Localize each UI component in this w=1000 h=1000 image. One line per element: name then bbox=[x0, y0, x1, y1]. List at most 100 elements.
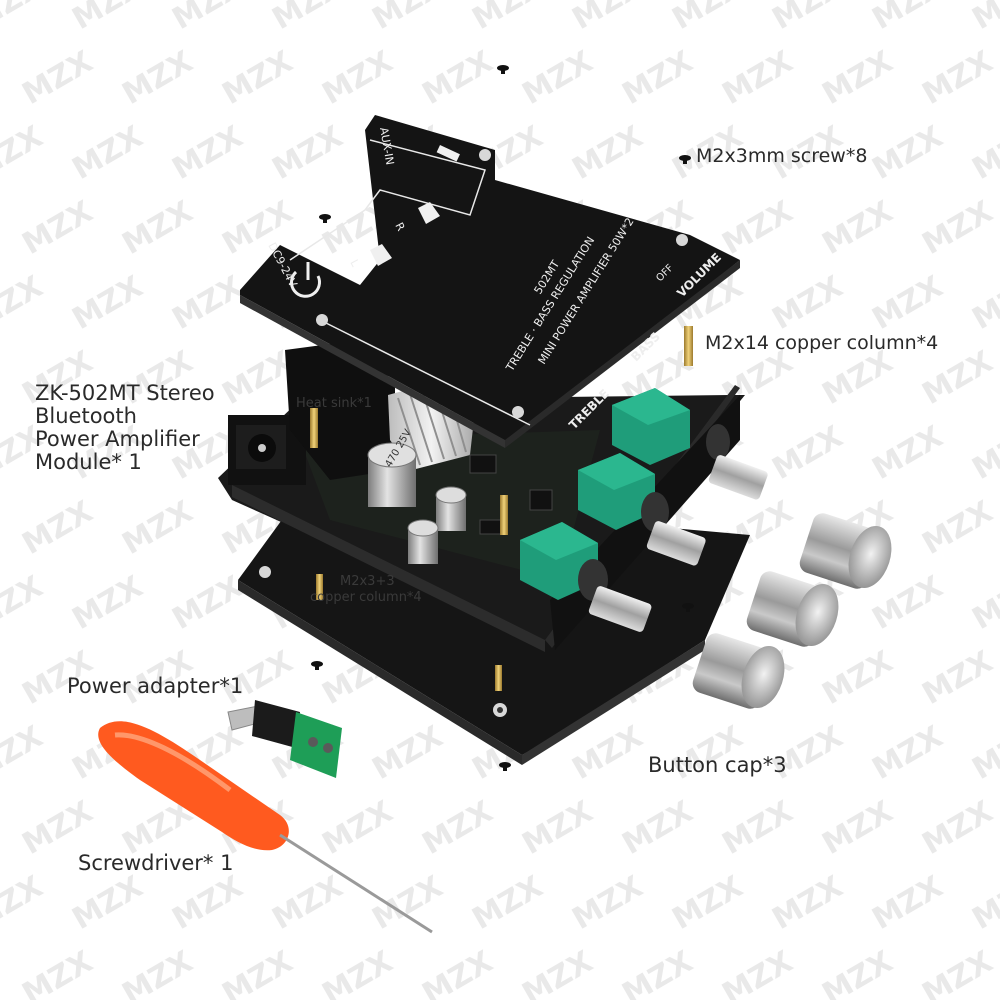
watermark-text: MZX bbox=[117, 194, 199, 262]
watermark-text: MZX bbox=[317, 944, 399, 1000]
watermark-text: MZX bbox=[367, 719, 449, 787]
watermark-text: MZX bbox=[167, 869, 249, 937]
watermark-text: MZX bbox=[817, 644, 899, 712]
watermark-text: MZX bbox=[17, 194, 99, 262]
capacitor-small-1 bbox=[435, 486, 467, 531]
watermark-text: MZX bbox=[67, 869, 149, 937]
watermark-text: MZX bbox=[867, 419, 949, 487]
watermark-text: MZX bbox=[617, 794, 699, 862]
capacitor-small-2 bbox=[407, 519, 439, 564]
watermark-text: MZX bbox=[367, 0, 449, 37]
watermark-text: MZX bbox=[17, 494, 99, 562]
watermark-text: MZX bbox=[167, 569, 249, 637]
watermark-text: MZX bbox=[117, 44, 199, 112]
watermark-text: MZX bbox=[517, 944, 599, 1000]
knob-shaft bbox=[578, 559, 652, 632]
watermark-text: MZX bbox=[117, 494, 199, 562]
copper-column bbox=[310, 408, 318, 448]
watermark-text: MZX bbox=[267, 0, 349, 37]
watermark-text: MZX bbox=[717, 944, 799, 1000]
watermark-text: MZX bbox=[417, 44, 499, 112]
watermark-text: MZX bbox=[917, 194, 999, 262]
watermark-text: MZX bbox=[167, 269, 249, 337]
watermark-text: MZX bbox=[467, 0, 549, 37]
watermark-text: MZX bbox=[967, 419, 1000, 487]
watermark-text: MZX bbox=[367, 869, 449, 937]
watermark-text: MZX bbox=[517, 794, 599, 862]
watermark-text: MZX bbox=[0, 269, 49, 337]
power-icon bbox=[290, 262, 321, 298]
button-cap bbox=[692, 633, 785, 709]
watermark-text: MZX bbox=[567, 119, 649, 187]
watermark-text: MZX bbox=[517, 44, 599, 112]
copper-column-33-label-line1: M2x3+3 bbox=[340, 574, 395, 589]
watermark-text: MZX bbox=[17, 944, 99, 1000]
watermark-text: MZX bbox=[967, 869, 1000, 937]
watermark-text: MZX bbox=[867, 269, 949, 337]
copper-column-short bbox=[495, 665, 502, 691]
watermark-text: MZX bbox=[467, 869, 549, 937]
watermark-text: MZX bbox=[817, 194, 899, 262]
screw bbox=[311, 661, 323, 670]
watermark-text: MZX bbox=[717, 44, 799, 112]
watermark-text: MZX bbox=[0, 719, 49, 787]
watermark-text: MZX bbox=[817, 944, 899, 1000]
watermark-text: MZX bbox=[717, 194, 799, 262]
watermark-text: MZX bbox=[867, 119, 949, 187]
watermark-text: MZX bbox=[867, 0, 949, 37]
pot-bass bbox=[612, 388, 690, 465]
watermark-text: MZX bbox=[867, 869, 949, 937]
power-adapter-label: Power adapter*1 bbox=[67, 674, 244, 698]
watermark-text: MZX bbox=[317, 44, 399, 112]
knob-shaft bbox=[641, 492, 706, 566]
watermark-text: MZX bbox=[917, 44, 999, 112]
watermark-text: MZX bbox=[917, 494, 999, 562]
watermark-text: MZX bbox=[917, 344, 999, 412]
watermark-text: MZX bbox=[117, 944, 199, 1000]
watermark-text: MZX bbox=[67, 0, 149, 37]
button-cap bbox=[746, 571, 839, 647]
watermark-text: MZX bbox=[917, 794, 999, 862]
screw bbox=[497, 65, 509, 74]
watermark-text: MZX bbox=[767, 419, 849, 487]
copper-column bbox=[500, 495, 508, 535]
top-cover-plate: AUX-IN DC9-24V R L 502MT TREBLE · BASS R… bbox=[240, 115, 740, 448]
watermark-text: MZX bbox=[767, 0, 849, 37]
screwdriver bbox=[98, 721, 433, 934]
module-label-line3: Power Amplifier bbox=[35, 427, 200, 451]
copper-column-loose bbox=[684, 326, 693, 366]
watermark-text: MZX bbox=[417, 794, 499, 862]
speaker-icon-right bbox=[418, 202, 440, 224]
watermark-text: MZX bbox=[317, 794, 399, 862]
watermark-text: MZX bbox=[617, 944, 699, 1000]
left-channel-label: L bbox=[347, 257, 362, 269]
module-label-line1: ZK-502MT Stereo bbox=[35, 381, 215, 405]
watermark-text: MZX bbox=[617, 44, 699, 112]
button-cap bbox=[799, 513, 892, 589]
watermark-text: MZX bbox=[817, 794, 899, 862]
watermark-text: MZX bbox=[767, 869, 849, 937]
watermark-text: MZX bbox=[417, 944, 499, 1000]
copper-column-33-label-line2: copper column*4 bbox=[310, 590, 422, 605]
watermark-text: MZX bbox=[917, 944, 999, 1000]
watermark-text: MZX bbox=[217, 944, 299, 1000]
copper-column-short bbox=[316, 574, 323, 600]
watermark-text: MZX bbox=[967, 0, 1000, 37]
aux-jack-icon bbox=[436, 145, 460, 162]
screw bbox=[679, 155, 691, 164]
screw bbox=[499, 762, 511, 771]
screw bbox=[682, 603, 694, 612]
watermark-text: MZX bbox=[217, 44, 299, 112]
watermark-text: MZX bbox=[567, 719, 649, 787]
screw-label: M2x3mm screw*8 bbox=[696, 145, 868, 167]
module-label-line4: Module* 1 bbox=[35, 450, 142, 474]
screws bbox=[311, 65, 694, 771]
watermark-text: MZX bbox=[667, 0, 749, 37]
watermark-text: MZX bbox=[967, 269, 1000, 337]
watermark-text: MZX bbox=[967, 719, 1000, 787]
watermark-text: MZX bbox=[67, 269, 149, 337]
watermark-text: MZX bbox=[0, 119, 49, 187]
watermark-text: MZX bbox=[167, 119, 249, 187]
heat-sink-label: Heat sink*1 bbox=[296, 396, 372, 411]
